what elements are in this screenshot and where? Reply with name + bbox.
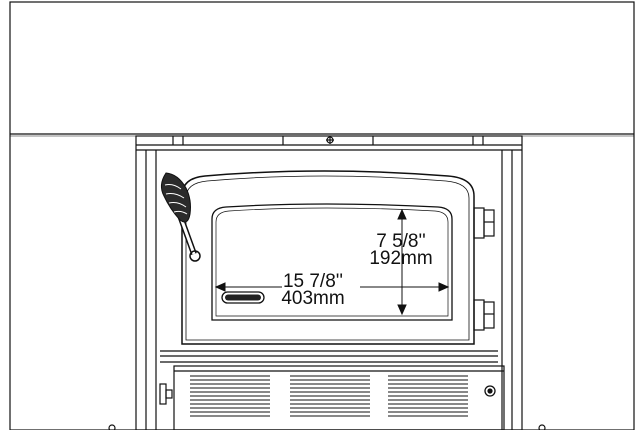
sill xyxy=(160,350,498,363)
door-glass xyxy=(211,203,453,321)
side-switch-icon xyxy=(159,383,173,405)
upper-hinge-icon xyxy=(473,207,495,239)
louver-vents xyxy=(190,375,468,417)
glass-height-dimension: 7 5/8'' 192mm xyxy=(363,231,439,269)
fan-knob-icon xyxy=(484,385,496,397)
left-foot-icon xyxy=(108,424,116,430)
height-dimension-line xyxy=(397,208,407,316)
right-foot-icon xyxy=(538,424,546,430)
door-handle-icon xyxy=(160,172,201,262)
door xyxy=(181,170,475,345)
glass-width-dimension: 15 7/8'' 403mm xyxy=(270,271,356,309)
insert-body xyxy=(135,135,523,430)
glass-height-imperial: 7 5/8'' xyxy=(376,231,426,252)
surround-outer xyxy=(9,1,635,430)
glass-width-metric: 403mm xyxy=(281,288,345,309)
louver-panel xyxy=(173,365,505,430)
glass-height-metric: 192mm xyxy=(369,248,433,269)
width-dimension-line xyxy=(214,282,450,292)
lower-hinge-icon xyxy=(473,299,495,331)
glass-width-imperial: 15 7/8'' xyxy=(282,271,344,292)
top-screw-icon xyxy=(326,136,334,144)
brand-logo xyxy=(221,291,265,304)
